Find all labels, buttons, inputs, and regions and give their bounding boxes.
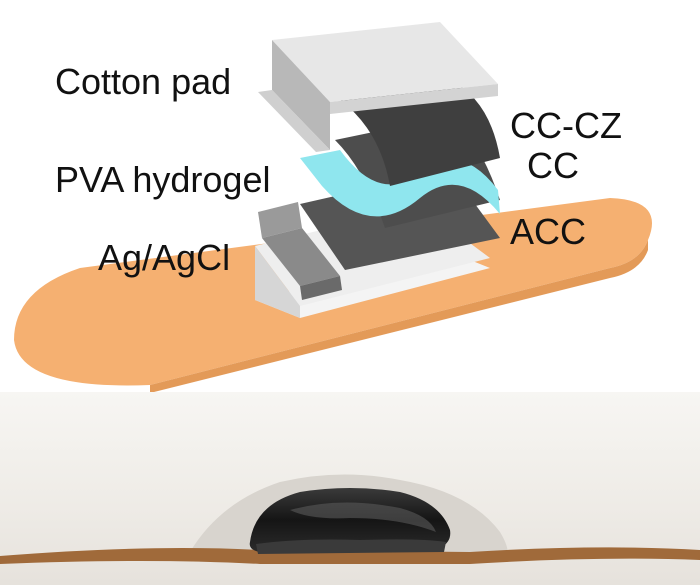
label-pva-hydrogel: PVA hydrogel <box>55 159 271 200</box>
label-acc: ACC <box>510 211 587 252</box>
label-cc-cz: CC-CZ <box>510 105 622 146</box>
electrode-base-plate-side <box>255 246 300 318</box>
ag-agcl-electrode-top <box>258 202 302 238</box>
cotton-pad-left <box>272 40 330 150</box>
cotton-pad-flange <box>258 90 330 152</box>
photo-device-base <box>256 539 446 554</box>
label-cotton-pad: Cotton pad <box>55 61 232 102</box>
photo-bandage-band <box>0 547 700 564</box>
photo-device-highlight <box>290 502 436 532</box>
diagram-svg <box>14 22 653 392</box>
exploded-device-diagram: Cotton pad PVA hydrogel Ag/AgCl CC-CZ CC… <box>14 22 653 392</box>
ag-agcl-electrode-bar <box>262 228 340 286</box>
device-photo <box>0 392 700 585</box>
photo-device-body <box>249 488 451 552</box>
ag-agcl-electrode-side <box>300 276 342 300</box>
bandage-strip-edge <box>150 240 648 392</box>
cotton-pad-front <box>330 84 498 114</box>
cotton-pad-top <box>272 22 498 102</box>
label-cc: CC <box>527 145 579 186</box>
label-ag-agcl: Ag/AgCl <box>98 237 231 278</box>
device-photo-svg <box>0 392 700 585</box>
